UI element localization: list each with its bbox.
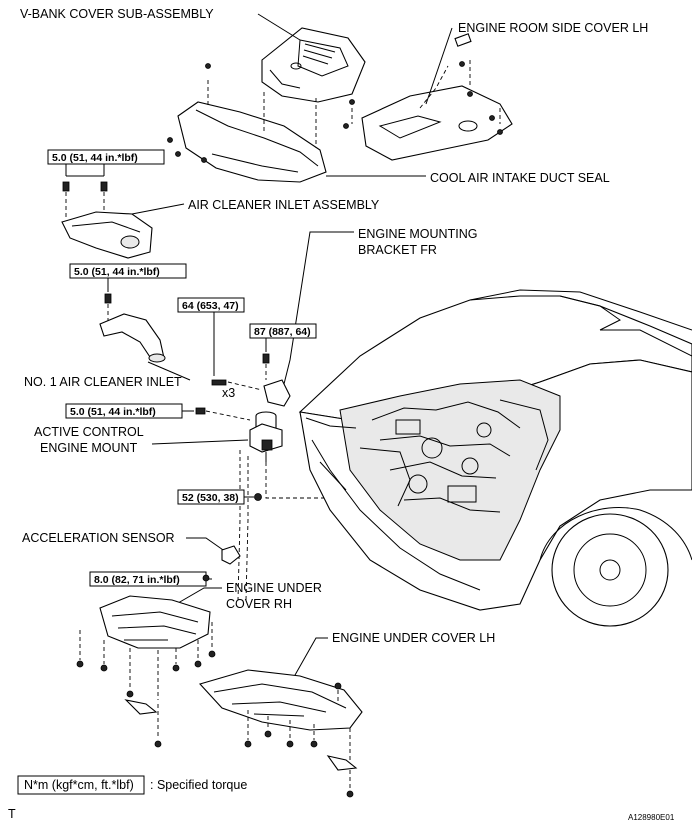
engine-under-cover-lh-label: ENGINE UNDER COVER LH (332, 631, 495, 645)
legend-box (17, 775, 145, 795)
figure-id: A128980E01 (628, 813, 675, 822)
active-mount-leader (151, 439, 249, 445)
no1-air-cleaner-inlet-label: NO. 1 AIR CLEANER INLET (24, 375, 182, 389)
engine-room-side-cover-part (343, 33, 513, 161)
torque-box-1 (47, 149, 165, 165)
quantity-x3: x3 (222, 386, 235, 400)
air-cleaner-inlet-assembly-part (61, 211, 153, 259)
active-control-label-2: ENGINE MOUNT (40, 441, 138, 455)
bolts-air-cleaner-inlet-assy (62, 181, 108, 192)
inlet-assy-leader (131, 203, 185, 215)
v-bank-cover-part (261, 27, 366, 103)
v-bank-cover-label: V-BANK COVER SUB-ASSEMBLY (20, 7, 214, 21)
torque-value-4: 87 (887, 64) (254, 326, 311, 338)
active-control-engine-mount-part (249, 411, 283, 462)
acceleration-sensor-label: ACCELERATION SENSOR (22, 531, 175, 545)
engine-under-cover-rh-part (76, 595, 216, 748)
engine-under-cover-rh-label-2: COVER RH (226, 597, 292, 611)
cool-air-intake-duct-seal-part (167, 63, 327, 183)
bracket-leader (281, 231, 354, 393)
engine-mounting-bracket-label-2: BRACKET FR (358, 243, 437, 257)
active-control-label-1: ACTIVE CONTROL (34, 425, 144, 439)
no1-air-cleaner-inlet-part (99, 313, 166, 363)
torque-1-bracket (65, 164, 105, 177)
cool-air-intake-duct-seal-label: COOL AIR INTAKE DUCT SEAL (430, 171, 610, 185)
torque-box-3 (177, 297, 245, 313)
engine-under-cover-rh-label-1: ENGINE UNDER (226, 581, 322, 595)
engine-room-side-cover-label: ENGINE ROOM SIDE COVER LH (458, 21, 648, 35)
engine-mounting-bracket-part (263, 379, 291, 407)
acceleration-sensor-part (221, 545, 241, 565)
torque-box-4 (249, 323, 317, 339)
vehicle-front-illustration (298, 289, 692, 627)
legend-box-text: N*m (kgf*cm, ft.*lbf) (24, 778, 134, 792)
v-bank-leader (257, 13, 301, 41)
engine-mounting-bracket-label-1: ENGINE MOUNTING (358, 227, 477, 241)
torque-value-6: 52 (530, 38) (182, 492, 239, 504)
engine-under-cover-lh-part (198, 669, 363, 798)
side-cover-leader (425, 27, 453, 105)
accel-sensor-leader (186, 537, 227, 553)
air-cleaner-inlet-assembly-label: AIR CLEANER INLET ASSEMBLY (188, 198, 380, 212)
no1-inlet-leader (147, 361, 191, 381)
legend-description: : Specified torque (150, 778, 247, 792)
torque-value-5: 5.0 (51, 44 in.*lbf) (70, 406, 156, 418)
torque-value-2: 5.0 (51, 44 in.*lbf) (74, 266, 160, 278)
torque-value-1: 5.0 (51, 44 in.*lbf) (52, 152, 138, 164)
torque-value-7: 8.0 (82, 71 in.*lbf) (94, 574, 180, 586)
corner-mark: T (8, 807, 16, 821)
torque-box-2 (69, 263, 187, 279)
torque-value-3: 64 (653, 47) (182, 300, 239, 312)
